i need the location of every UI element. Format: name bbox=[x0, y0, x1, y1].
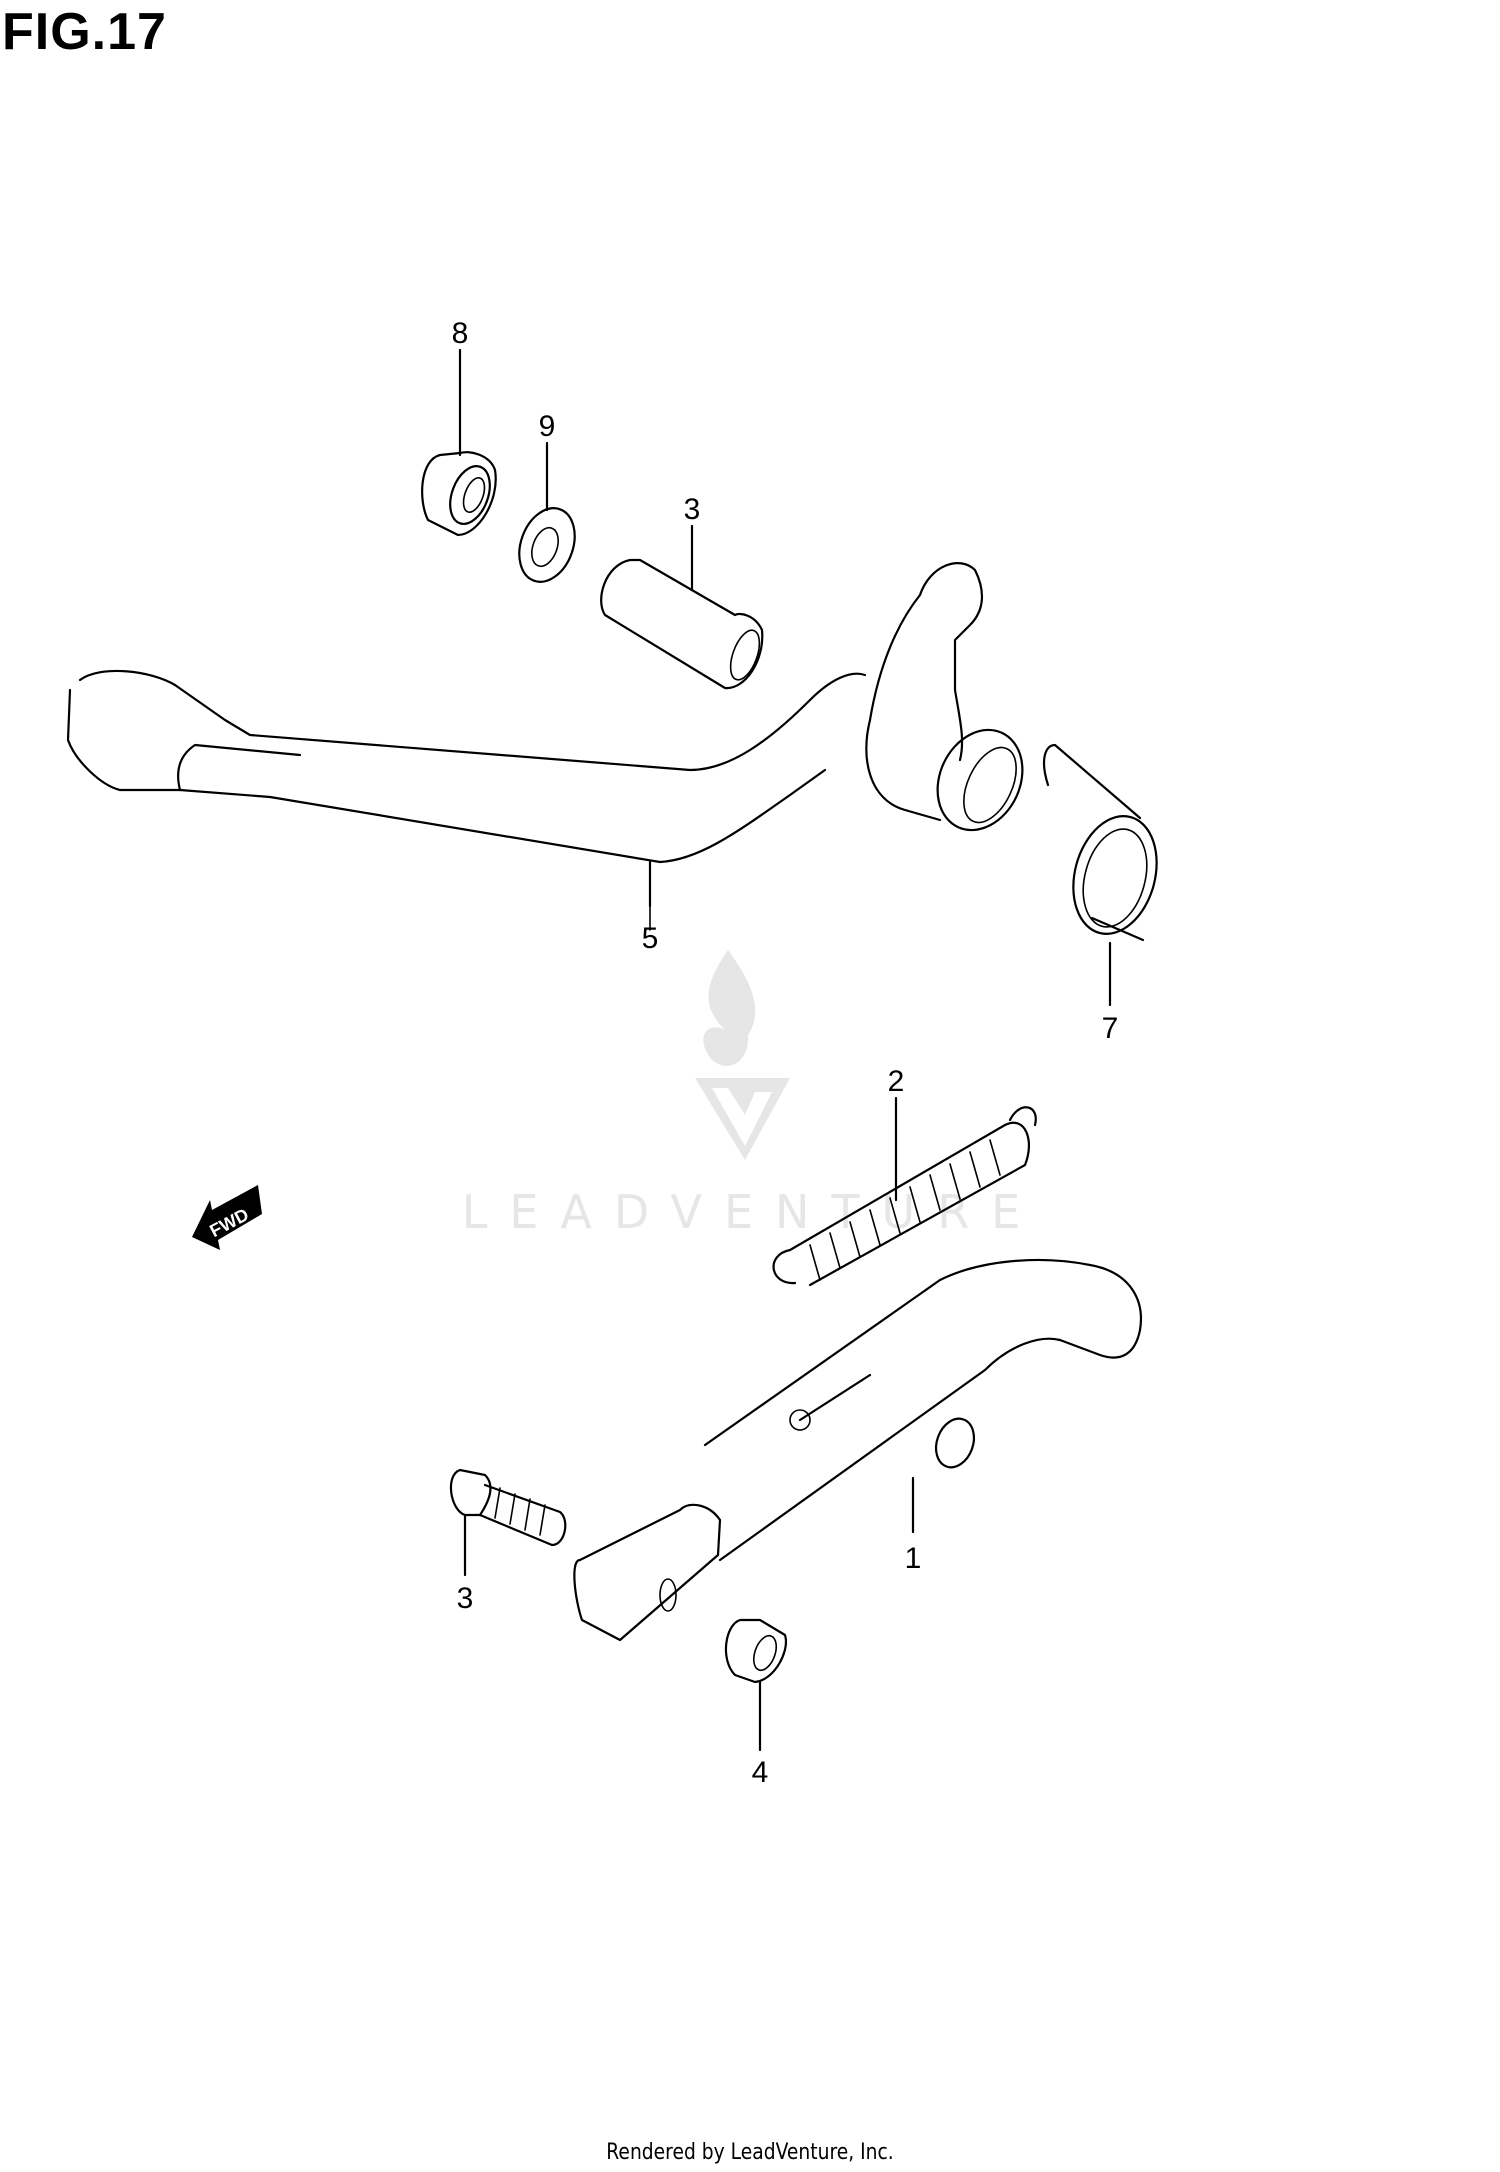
callout-8[interactable]: 8 bbox=[452, 317, 469, 350]
part-6-shaft[interactable] bbox=[600, 524, 765, 690]
callout-9[interactable]: 9 bbox=[539, 410, 556, 443]
part-8-nut[interactable] bbox=[421, 348, 497, 537]
part-3-bolt[interactable] bbox=[449, 1468, 567, 1577]
callout-5[interactable]: 5 bbox=[642, 922, 659, 955]
callout-4[interactable]: 4 bbox=[752, 1756, 769, 1789]
part-7-return-spring[interactable] bbox=[1042, 743, 1169, 1007]
forward-direction-arrow-icon: FWD bbox=[192, 1185, 262, 1250]
part-9-washer[interactable] bbox=[510, 441, 585, 590]
part-1-side-stand[interactable] bbox=[573, 1258, 1142, 1642]
part-5-brake-pedal[interactable] bbox=[66, 562, 1038, 931]
callout-3-label[interactable]: 3 bbox=[457, 1582, 474, 1615]
watermark-text: LEADVENTURE bbox=[462, 1185, 1043, 1239]
part-4-nut[interactable] bbox=[724, 1618, 788, 1752]
watermark-logo-icon bbox=[695, 950, 790, 1160]
part-2-coil-spring[interactable] bbox=[772, 1096, 1037, 1287]
callout-1[interactable]: 1 bbox=[905, 1542, 922, 1575]
callout-2[interactable]: 2 bbox=[888, 1065, 905, 1098]
figure-title: FIG.17 bbox=[2, 3, 167, 61]
footer-credit: Rendered by LeadVenture, Inc. bbox=[606, 2140, 894, 2165]
callout-7[interactable]: 7 bbox=[1102, 1012, 1119, 1045]
callout-6[interactable]: 3 bbox=[684, 493, 701, 526]
